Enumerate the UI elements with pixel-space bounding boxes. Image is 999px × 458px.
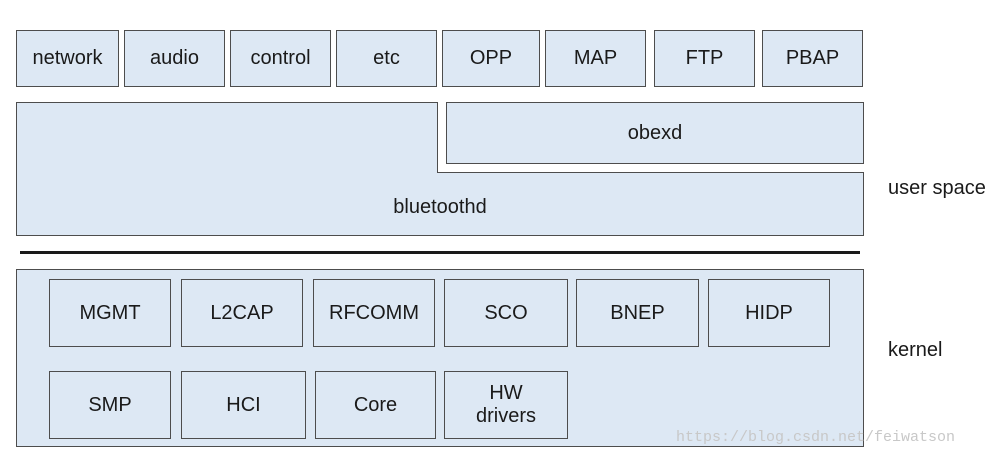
user-space-label: user space xyxy=(888,177,986,199)
kernel-hw-drivers: HW drivers xyxy=(444,371,568,439)
profile-pbap: PBAP xyxy=(762,30,863,87)
profile-audio: audio xyxy=(124,30,225,87)
kernel-core: Core xyxy=(315,371,436,439)
kernel-sco: SCO xyxy=(444,279,568,347)
bluetoothd-label: bluetoothd xyxy=(393,196,487,218)
profile-map: MAP xyxy=(545,30,646,87)
profile-network: network xyxy=(16,30,119,87)
kernel-bnep: BNEP xyxy=(576,279,699,347)
kernel-hci: HCI xyxy=(181,371,306,439)
kernel-hidp: HIDP xyxy=(708,279,830,347)
kernel-rfcomm: RFCOMM xyxy=(313,279,435,347)
profile-ftp: FTP xyxy=(654,30,755,87)
watermark: https://blog.csdn.net/feiwatson xyxy=(676,429,956,446)
kernel-divider xyxy=(20,251,860,254)
kernel-mgmt: MGMT xyxy=(49,279,171,347)
kernel-label: kernel xyxy=(888,339,943,361)
profile-etc: etc xyxy=(336,30,437,87)
profile-opp: OPP xyxy=(442,30,540,87)
profile-control: control xyxy=(230,30,331,87)
kernel-l2cap: L2CAP xyxy=(181,279,303,347)
kernel-smp: SMP xyxy=(49,371,171,439)
obexd-box: obexd xyxy=(446,102,864,164)
